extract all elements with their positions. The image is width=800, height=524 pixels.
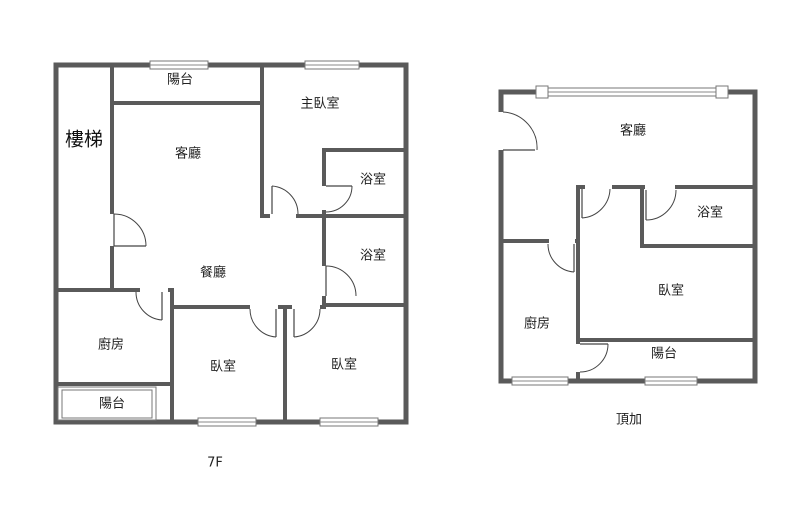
- floor-label-rooftop: 頂加: [616, 413, 642, 428]
- door-swing: [581, 188, 611, 219]
- balcony-railing: [61, 389, 153, 419]
- room-label-roof-living-room: 客廳: [620, 123, 646, 139]
- door-swing: [325, 185, 353, 213]
- room-label-bedroom-2: 臥室: [331, 357, 357, 373]
- door-swing: [645, 189, 677, 221]
- door-swing: [113, 213, 147, 247]
- door-swing: [579, 343, 609, 373]
- door-swing: [293, 308, 321, 338]
- room-label-roof-balcony: 陽台: [651, 347, 677, 362]
- door-swing: [271, 185, 299, 215]
- room-label-balcony-top: 陽台: [167, 73, 193, 88]
- room-label-bathroom-2: 浴室: [360, 248, 386, 264]
- room-label-master-bedroom: 主臥室: [300, 96, 339, 112]
- room-label-roof-bedroom: 臥室: [658, 283, 684, 299]
- door-swing: [135, 291, 163, 321]
- floor-plan-rooftop: 客廳 浴室 臥室 廚房 陽台 頂加: [497, 85, 758, 428]
- floor-label-7f: 7F: [207, 456, 223, 471]
- room-label-roof-kitchen: 廚房: [524, 316, 550, 332]
- door-swing: [547, 243, 575, 273]
- door-swing: [249, 308, 277, 338]
- room-label-dining-room: 餐廳: [200, 265, 226, 281]
- room-label-bathroom-1: 浴室: [360, 172, 386, 188]
- room-label-bedroom-1: 臥室: [210, 359, 236, 375]
- floor-plan-7f: 樓梯 陽台 主臥室 客廳 浴室 浴室 餐廳 廚房 陽台 臥室 臥室 7F: [53, 60, 409, 471]
- door-swing: [325, 265, 357, 297]
- room-label-kitchen: 廚房: [98, 337, 124, 353]
- window-frame: [715, 85, 729, 99]
- room-label-living-room: 客廳: [175, 146, 201, 162]
- room-label-stairs: 樓梯: [65, 129, 103, 151]
- room-label-roof-bathroom: 浴室: [697, 205, 723, 221]
- room-label-balcony-bottom: 陽台: [99, 397, 125, 412]
- door-swing: [502, 111, 538, 151]
- window-frame: [535, 85, 549, 99]
- balcony-railing: [57, 386, 157, 421]
